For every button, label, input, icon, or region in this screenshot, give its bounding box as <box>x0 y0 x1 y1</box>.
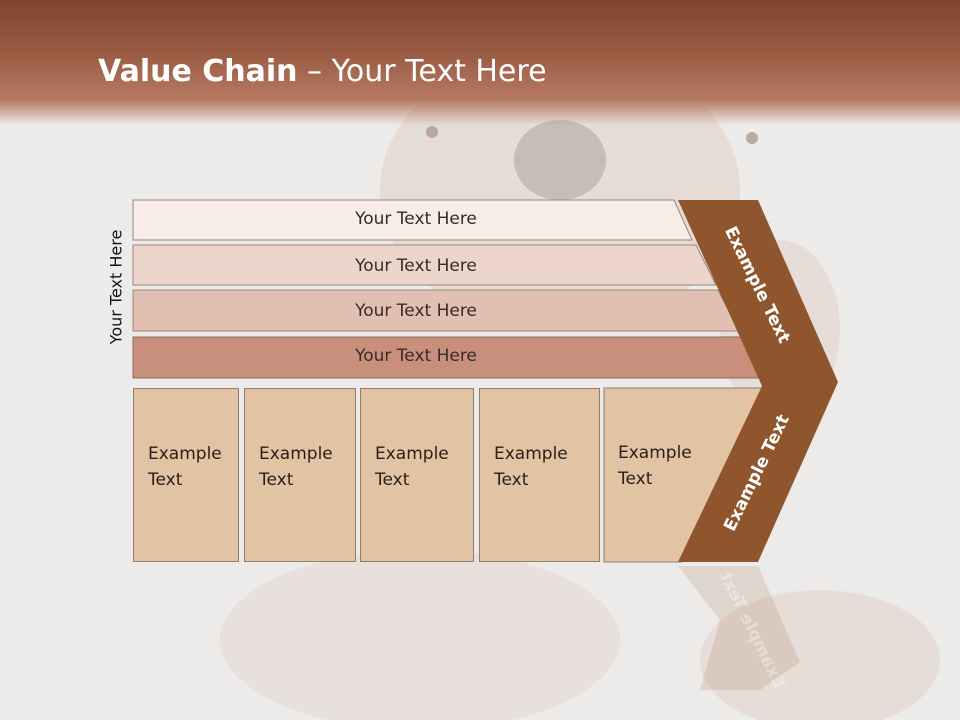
support-bar-label-3: Your Text Here <box>355 301 477 321</box>
col5-line2: Text <box>618 469 653 489</box>
col3-line2: Text <box>375 470 410 490</box>
header-band <box>0 0 960 125</box>
support-bar-2 <box>132 244 717 286</box>
title-bold: Value Chain <box>98 54 298 89</box>
page-title: Value Chain – Your Text Here <box>98 54 547 89</box>
support-bar-label-2: Your Text Here <box>355 256 477 276</box>
support-bar-1 <box>132 199 693 241</box>
col3-line1: Example <box>375 444 449 464</box>
margin-chevron <box>678 200 838 562</box>
title-rest: – Your Text Here <box>297 54 547 89</box>
margin-chevron-reflection <box>678 566 800 690</box>
support-bar-label-4: Your Text Here <box>355 346 477 366</box>
col4-line1: Example <box>494 444 568 464</box>
support-bar-label-1: Your Text Here <box>355 209 477 229</box>
col4-line2: Text <box>494 470 529 490</box>
col5-line1: Example <box>618 443 692 463</box>
col2-line2: Text <box>259 470 294 490</box>
col1-line1: Example <box>148 444 222 464</box>
col2-line1: Example <box>259 444 333 464</box>
col1-line2: Text <box>148 470 183 490</box>
